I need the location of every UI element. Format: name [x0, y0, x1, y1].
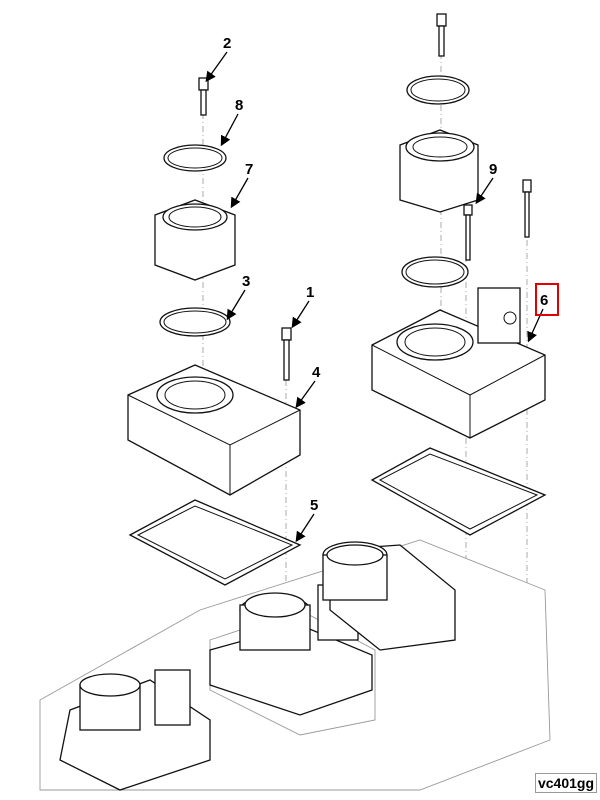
housing-7 — [154, 199, 236, 281]
callout-9: 9 — [489, 161, 497, 178]
callout-5: 5 — [310, 497, 318, 514]
bolt-right — [522, 179, 532, 238]
callout-7: 7 — [245, 161, 253, 178]
gasket-right — [370, 447, 547, 536]
callouts: 2 8 7 3 1 4 5 9 6 — [205, 35, 548, 543]
cover-right — [371, 287, 546, 439]
callout-1: 1 — [306, 284, 314, 301]
bolt-top-right — [436, 13, 447, 57]
callout-3: 3 — [242, 273, 250, 290]
callout-6-highlight-box — [535, 283, 559, 316]
cylinder-head-block — [39, 539, 551, 791]
callout-6: 6 — [540, 292, 548, 309]
housing-right — [399, 129, 479, 213]
gasket-5 — [128, 499, 302, 586]
seal-ring-top-right — [406, 75, 470, 105]
callout-8: 8 — [235, 97, 243, 114]
callout-4: 4 — [312, 364, 321, 381]
bolt-9 — [463, 204, 473, 261]
bolt-2 — [198, 77, 209, 116]
bolt-1 — [281, 327, 292, 381]
callout-2: 2 — [223, 35, 231, 52]
seal-ring-8 — [163, 144, 227, 172]
cover-4 — [127, 364, 301, 496]
seal-ring-right — [401, 256, 469, 288]
seal-ring-3 — [159, 307, 231, 337]
figure-id-label: vc401gg — [535, 773, 597, 793]
